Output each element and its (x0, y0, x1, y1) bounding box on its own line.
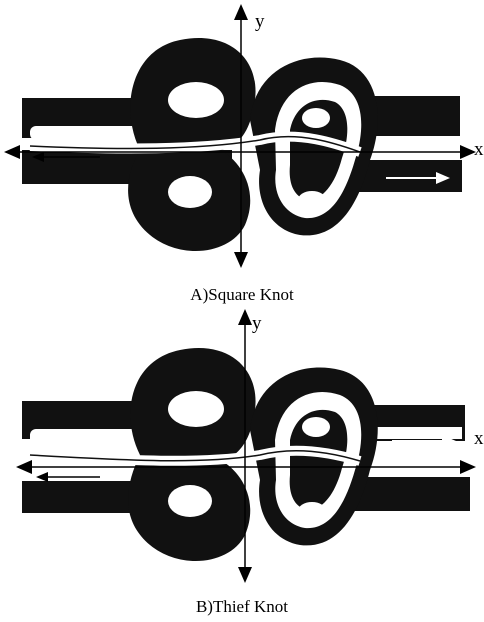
thief-knot-illustration (22, 348, 470, 561)
x-axis-left-arrowhead (4, 145, 20, 159)
x-axis-left-arrowhead (16, 460, 32, 474)
y-axis-top-arrowhead (238, 309, 252, 325)
thief-knot-caption: B)Thief Knot (0, 597, 484, 617)
pull-arrow-left (36, 472, 100, 482)
y-axis-label: y (252, 313, 262, 334)
y-axis-bottom-arrowhead (238, 567, 252, 583)
square-knot-caption: A)Square Knot (0, 285, 484, 305)
square-knot-illustration (22, 38, 462, 251)
x-axis-label: x (474, 428, 484, 449)
y-axis-top-arrowhead (234, 4, 248, 20)
thief-knot-panel: y x B)Thief Knot (0, 305, 484, 622)
x-axis-label: x (474, 139, 484, 160)
thief-knot-diagram: y x (0, 305, 484, 595)
y-axis-bottom-arrowhead (234, 252, 248, 268)
x-axis-right-arrowhead (460, 460, 476, 474)
square-knot-panel: y x A)Square Knot (0, 0, 484, 305)
y-axis-label: y (255, 11, 265, 32)
square-knot-diagram: y x (0, 0, 484, 282)
